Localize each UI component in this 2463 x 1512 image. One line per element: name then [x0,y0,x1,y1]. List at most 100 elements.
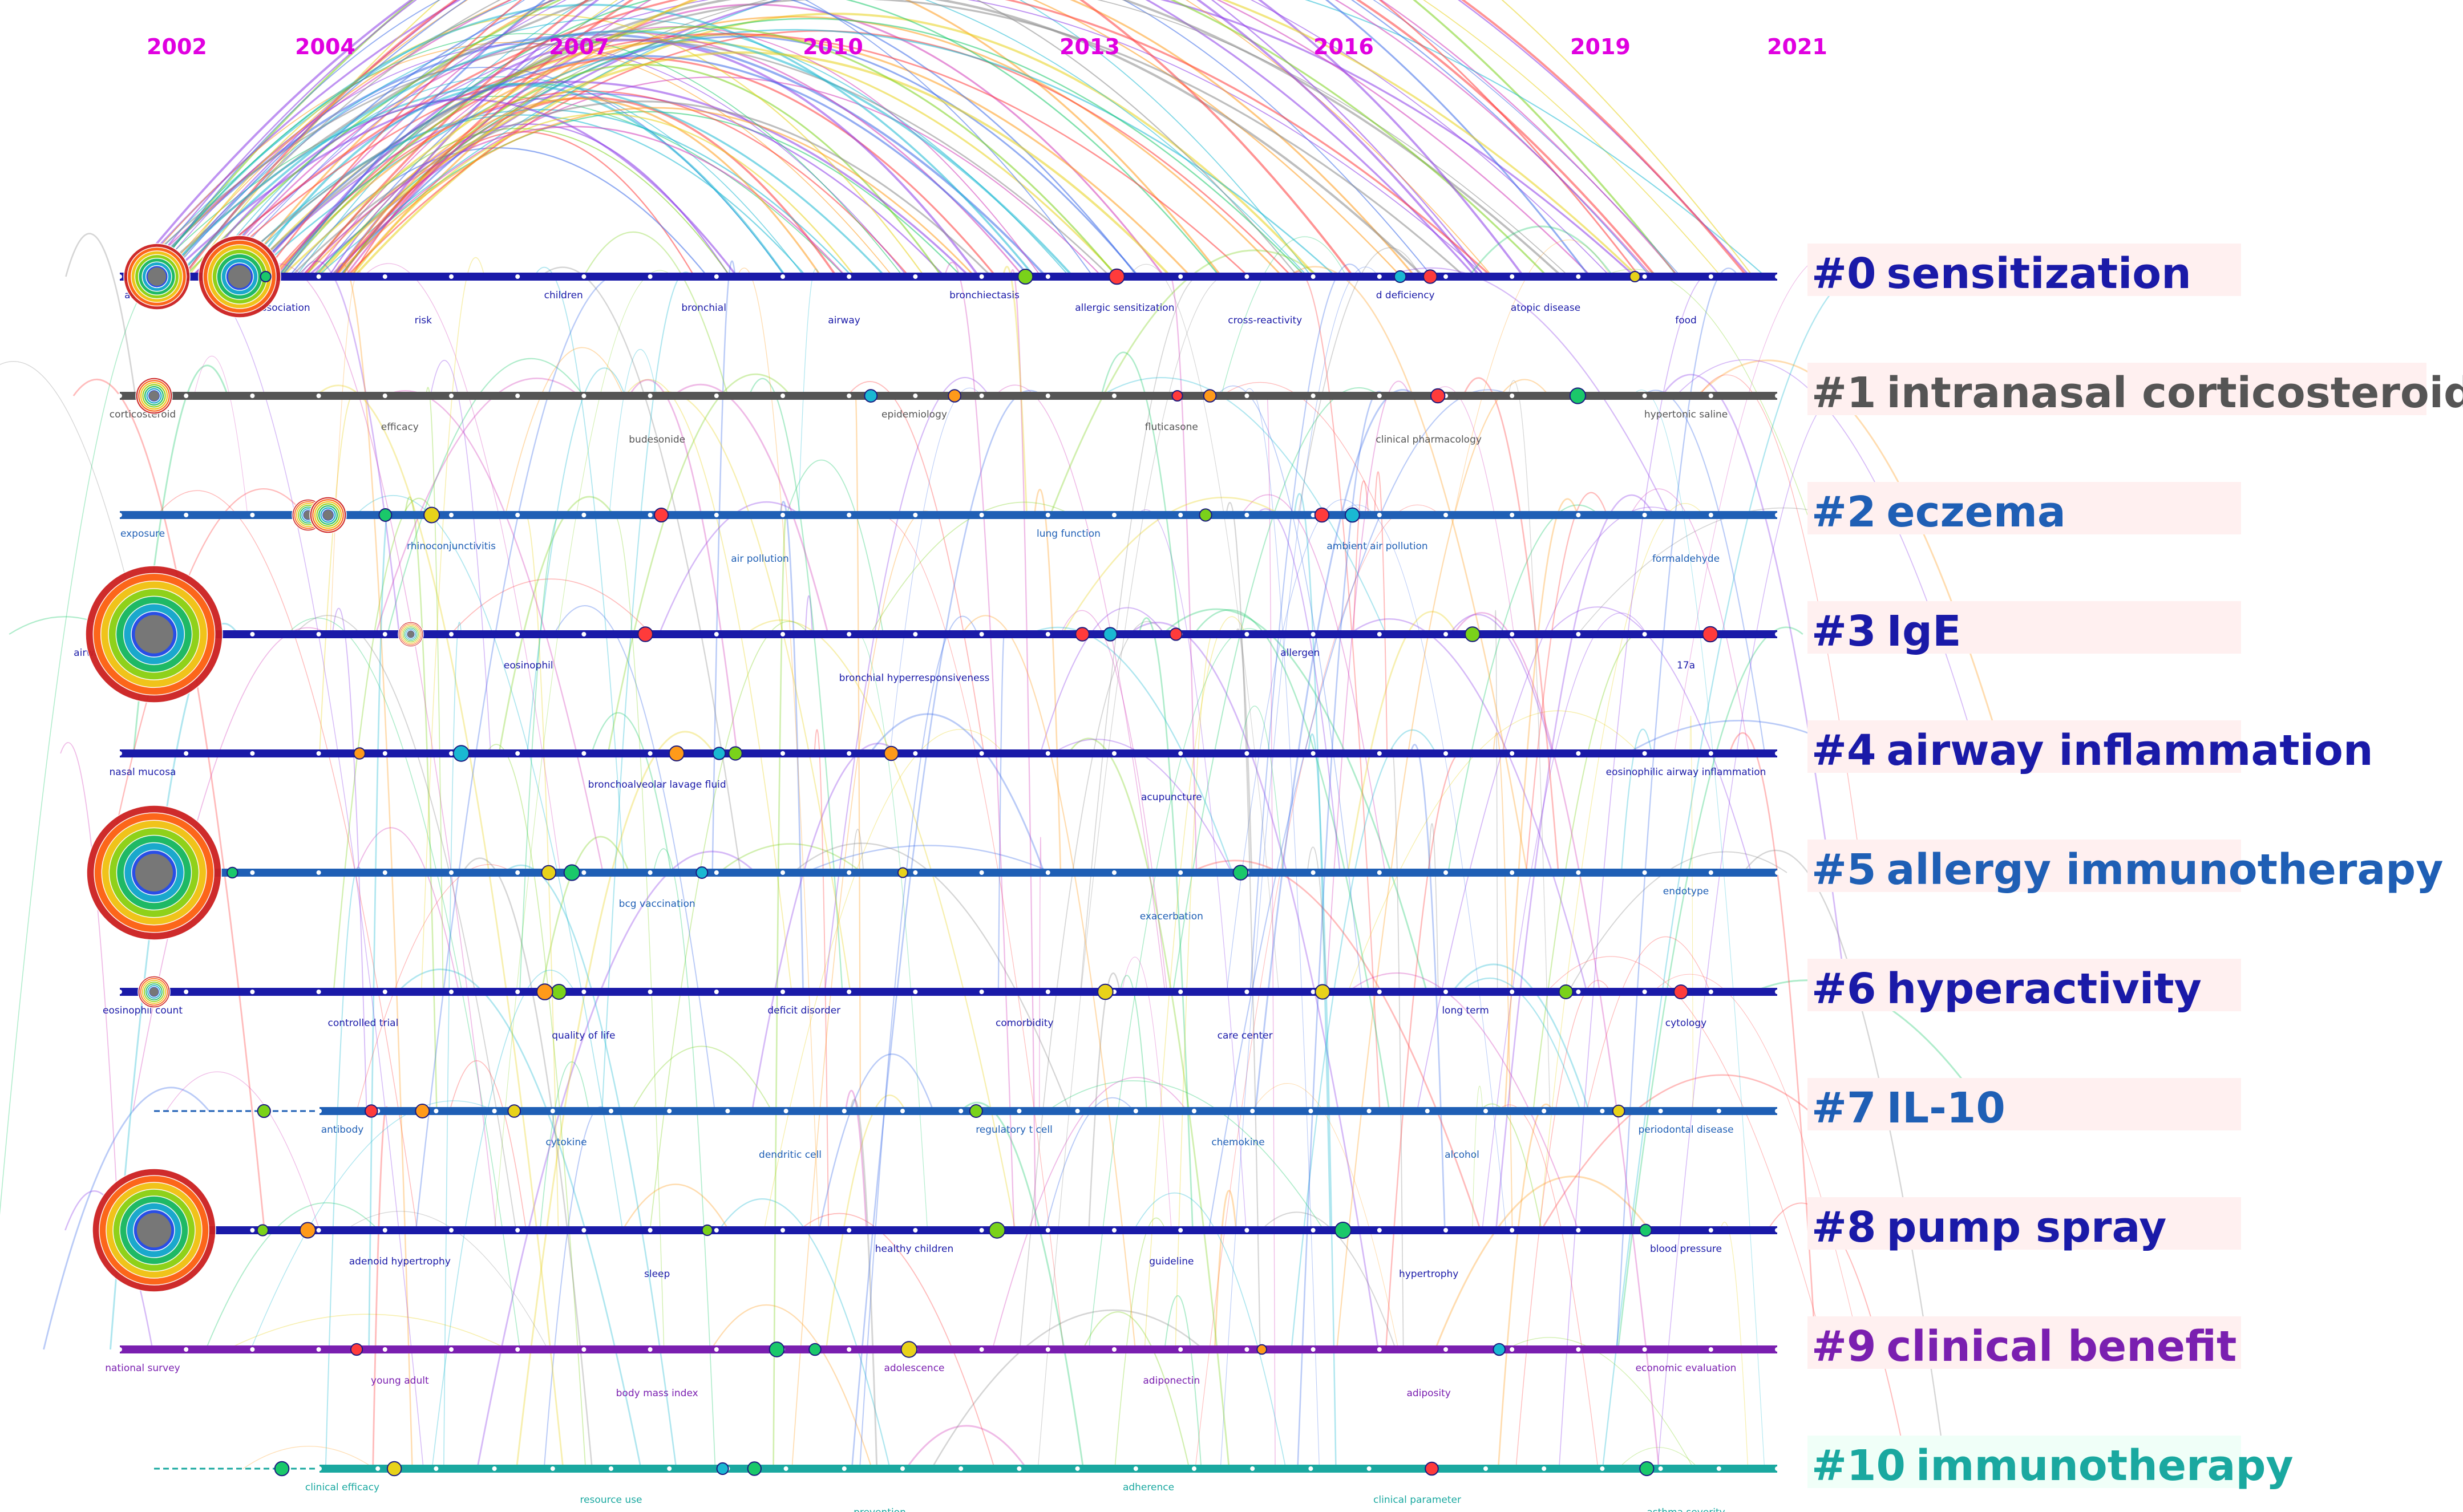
timeline-tick [1443,1347,1448,1352]
cluster-id: #3 [1811,607,1876,656]
citation-arc [193,355,248,516]
timeline-tick [449,1347,454,1352]
citation-arc [960,1101,1085,1469]
citation-arc [334,0,1523,275]
timeline-tick [913,990,918,994]
timeline-tick [913,274,918,279]
timeline-tick [1716,1109,1721,1113]
timeline-tick [780,1228,785,1233]
citation-arc [710,1304,873,1469]
citation-node [1075,627,1090,642]
citation-arc [1547,606,1752,873]
citation-burst-node [137,975,171,1008]
timeline-tick [609,1109,613,1113]
keyword-label: nasal mucosa [110,767,176,778]
citation-burst-node [198,235,281,318]
timeline-tick [382,751,387,756]
timeline-tick [1075,1466,1080,1471]
keyword-label: dendritic cell [759,1149,822,1161]
citation-arc [540,266,742,873]
timeline-tick [1366,1466,1372,1471]
timeline-tick [250,751,255,756]
keyword-label: adiponectin [1143,1375,1200,1387]
citation-arc [319,392,358,754]
timeline-tick [1576,751,1581,756]
citation-arc [486,744,587,1469]
timeline-tick [581,1347,587,1352]
citation-arc [1386,267,1669,516]
timeline-tick [1658,1109,1663,1113]
keyword-label: adherence [1123,1482,1174,1493]
keyword-label: sleep [644,1268,670,1280]
citation-arc [353,113,854,274]
citation-arc [799,1213,996,1469]
timeline-tick [1443,990,1448,994]
citation-arc [1040,607,1166,754]
timeline-tick [382,274,387,279]
timeline-tick [913,751,918,756]
timeline-tick [1311,513,1316,517]
timeline-tick [1112,394,1117,398]
timeline-tick [1178,274,1183,279]
citation-arc [132,627,329,1112]
citation-node [1639,1461,1655,1477]
citation-arc [944,261,1015,1231]
citation-node [1423,269,1438,284]
timeline-tick [1600,1109,1605,1113]
timeline-tick [449,513,454,517]
keyword-label: lung function [1037,528,1101,540]
cluster-label-bg [1807,720,2241,773]
timeline-tick [1775,870,1779,875]
cluster-name: hyperactivity [1887,964,2202,1014]
citation-arc [443,622,462,1469]
keyword-label: budesonide [629,434,685,445]
timeline-tick [317,1109,322,1113]
timeline-tick [382,394,387,398]
timeline-tick [515,1228,520,1233]
citation-arc [1339,504,1507,1231]
keyword-label: exposure [120,528,165,540]
timeline-tick [847,1228,852,1233]
timeline-tick [1510,990,1515,994]
citation-arc [335,0,1651,274]
keyword-label: formaldehyde [1652,553,1720,565]
timeline-tick [1775,1347,1779,1352]
citation-node [378,508,393,522]
keyword-label: food [1675,315,1697,326]
keyword-label: clinical parameter [1373,1494,1461,1506]
timeline-tick [1178,870,1183,875]
citation-arc [1347,611,1458,873]
citation-arc [1060,610,1168,992]
citation-arc [372,1106,389,1469]
citation-arc [889,387,982,754]
timeline-tick [515,274,520,279]
citation-node [747,1461,762,1476]
timeline-tick [382,632,387,637]
citation-arc [189,0,1752,274]
citation-arc [1504,498,1579,1112]
citation-arc [1479,1103,1543,1231]
citation-arc [1689,716,1694,1112]
citation-arc [195,0,1490,275]
citation-arc [1164,1295,1202,1469]
citation-arc [132,0,1474,275]
timeline-tick [648,394,653,398]
timeline-tick [1366,1109,1372,1113]
citation-arc [622,1183,730,1231]
citation-arc [1348,710,1640,992]
keyword-label: resource use [580,1494,642,1506]
citation-arc [1002,266,1028,516]
citation-arc [851,829,864,873]
keyword-label: adenoid hypertrophy [349,1256,451,1267]
citation-node [654,507,669,523]
timeline-tick [1483,1466,1488,1471]
citation-node [353,747,366,760]
timeline-tick [725,1109,730,1113]
cluster-id: #2 [1811,488,1876,537]
timeline-tick [1112,870,1117,875]
citation-arc [543,1106,608,1469]
timeline-tick [714,513,719,517]
timeline-tick [1112,751,1117,756]
cluster-label-bg [1807,1316,2241,1369]
